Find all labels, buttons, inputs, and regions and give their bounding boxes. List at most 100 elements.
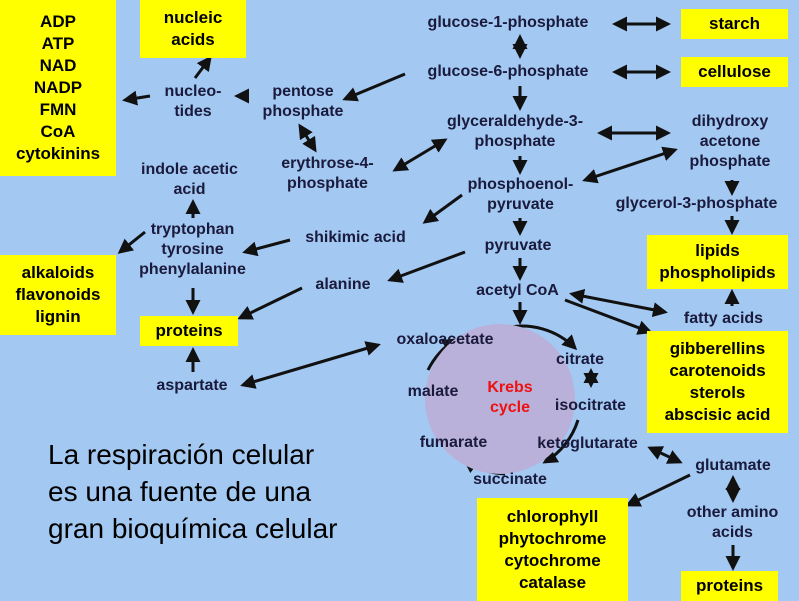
iaa-line2: acid (173, 181, 206, 198)
dihydroxyacetone-phosphate: dihydroxy acetone phosphate (670, 112, 790, 172)
arrow-acetylcoa-fattyacids (569, 288, 668, 318)
tryptophan-text: tryptophan (150, 221, 235, 238)
cytochrome-text: cytochrome (504, 550, 601, 570)
pentose-line1: pentose (272, 83, 334, 100)
iaa-line1: indole acetic (141, 161, 238, 178)
glycerol-3-phosphate-text: glycerol-3-phosphate (615, 195, 778, 212)
cofactors-box: ADP ATP NAD NADP FMN CoA cytokinins (0, 0, 116, 176)
catalase-text: catalase (518, 572, 587, 592)
pentose-phosphate: pentose phosphate (248, 82, 358, 122)
arrow-nucleotides-cofactors (122, 90, 151, 106)
proteins-left-box: proteins (140, 316, 238, 346)
phospholipids-text: phospholipids (659, 263, 776, 282)
dhap-line3: phosphate (689, 153, 771, 170)
glutamate: glutamate (683, 456, 783, 476)
ketoglutarate: ketoglutarate (520, 434, 655, 454)
krebs-word: Krebs (487, 379, 533, 396)
nucleic-acids-box: nucleic acids (140, 0, 246, 58)
caption-line-1: La respiración celular (48, 439, 315, 470)
aspartate-text: aspartate (156, 377, 228, 394)
erythrose-line1: erythrose-4- (281, 155, 374, 172)
coa-text: CoA (40, 122, 76, 141)
arrow-aspartate-oxaloacetate (240, 341, 381, 389)
ketoglutarate-text: ketoglutarate (537, 435, 638, 452)
acetyl-coa: acetyl CoA (460, 281, 575, 301)
isocitrate: isocitrate (543, 396, 638, 416)
g3p-line1: glyceraldehyde-3- (446, 113, 584, 130)
tyrosine-text: tyrosine (161, 241, 224, 258)
shikimic-acid: shikimic acid (288, 228, 423, 248)
gibberellins-text: gibberellins (669, 339, 766, 358)
krebs-cycle-circle (425, 324, 575, 474)
atp-text: ATP (41, 34, 75, 53)
erythrose-4-phosphate: erythrose-4- phosphate (265, 154, 390, 194)
acids-text: acids (171, 30, 215, 49)
arrow-nucleotides-nucleic (193, 55, 212, 79)
succinate: succinate (460, 470, 560, 490)
starch-text: starch (708, 14, 761, 33)
glucose-6-phosphate-text: glucose-6-phosphate (427, 63, 589, 80)
proteins-text: proteins (155, 321, 223, 340)
alkaloids-text: alkaloids (21, 263, 95, 282)
cytokinins-text: cytokinins (15, 144, 101, 163)
pep-line2: pyruvate (487, 196, 554, 213)
arrow-alanine-proteins (237, 286, 303, 320)
phenylalanine-text: phenylalanine (139, 261, 246, 278)
caption-line-2: es una fuente de una (48, 476, 312, 507)
arrow-g6p-pentose (342, 72, 406, 102)
nad-text: NAD (39, 56, 77, 75)
krebs-arc-isocitrate-ketoglutarate (542, 419, 580, 464)
citrate: citrate (545, 350, 615, 370)
pep-line1: phosphoenol- (467, 176, 574, 193)
glutamate-text: glutamate (695, 457, 771, 474)
starch-box: starch (681, 9, 788, 39)
citrate-text: citrate (555, 351, 605, 368)
pigments-box: chlorophyll phytochrome cytochrome catal… (477, 498, 628, 601)
arrow-pep-shikimic (422, 193, 463, 224)
aromatic-amino-acids: tryptophan tyrosine phenylalanine (120, 220, 265, 280)
sterols-text: sterols (689, 383, 746, 402)
arrow-pentose-erythrose (298, 123, 317, 153)
other-amino-line1: other amino (686, 504, 779, 521)
arrow-pyruvate-alanine (387, 250, 466, 283)
phosphoenolpyruvate: phosphoenol- pyruvate (448, 175, 593, 215)
alkaloids-box: alkaloids flavonoids lignin (0, 255, 116, 335)
dhap-line1: dihydroxy (691, 113, 769, 130)
pyruvate-text: pyruvate (484, 237, 552, 254)
phytochrome-text: phytochrome (498, 528, 607, 548)
alanine-text: alanine (315, 276, 371, 293)
caption: La respiración celular es una fuente de … (48, 436, 338, 547)
arrow-glutamate-pigments (625, 473, 691, 507)
indole-acetic-acid: indole acetic acid (122, 160, 257, 200)
arrow-acetylcoa-terpenoids (564, 298, 653, 335)
lipids-text: lipids (695, 241, 740, 260)
proteins-text: proteins (695, 576, 764, 595)
nucleotides: nucleo- tides (148, 82, 238, 122)
glyceraldehyde-3-phosphate: glyceraldehyde-3- phosphate (420, 112, 610, 152)
fatty-acids: fatty acids (666, 309, 781, 329)
pentose-line2: phosphate (262, 103, 344, 120)
dhap-line2: acetone (699, 133, 761, 150)
fatty-acids-text: fatty acids (683, 310, 764, 327)
fmn-text: FMN (39, 100, 77, 119)
carotenoids-text: carotenoids (669, 361, 766, 380)
isocitrate-text: isocitrate (554, 397, 627, 414)
adp-text: ADP (40, 12, 76, 31)
g3p-line2: phosphate (474, 133, 556, 150)
fumarate-text: fumarate (419, 434, 488, 451)
lignin-text: lignin (35, 307, 81, 326)
shikimic-acid-text: shikimic acid (305, 229, 406, 246)
nucleic-text: nucleic (163, 8, 223, 27)
aspartate: aspartate (142, 376, 242, 396)
alanine: alanine (298, 275, 388, 295)
arrow-ketoglutarate-glutamate (647, 446, 683, 464)
proteins-right-box: proteins (681, 571, 778, 601)
glucose-6-phosphate: glucose-6-phosphate (408, 62, 608, 82)
lipids-box: lipids phospholipids (647, 235, 788, 289)
fumarate: fumarate (406, 433, 501, 453)
arrow-erythrose-g3p (392, 138, 448, 172)
nadp-text: NADP (33, 78, 83, 97)
cycle-word: cycle (489, 399, 531, 416)
pyruvate: pyruvate (468, 236, 568, 256)
chlorophyll-text: chlorophyll (506, 506, 599, 526)
